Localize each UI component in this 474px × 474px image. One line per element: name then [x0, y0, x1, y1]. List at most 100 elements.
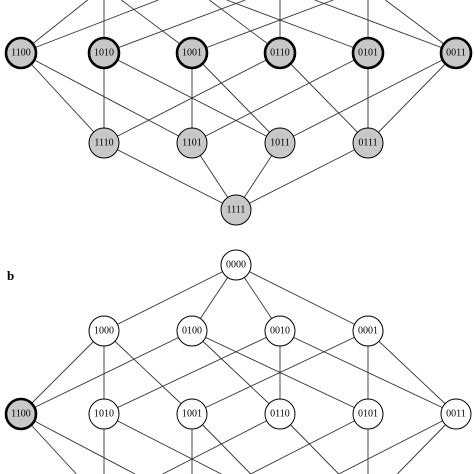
node-0111: 0111 [352, 127, 384, 159]
edge-0100-0110 [191, 330, 281, 415]
panel-a-diagram: 1001 1010 1011 1100 1101 1110 1111 0110 0101 0011… [4, 0, 473, 226]
node-label: 0100 [182, 326, 202, 337]
node-circle [175, 36, 209, 70]
node-0110: 0110 [263, 36, 297, 70]
panel-a-edges [20, 0, 457, 211]
node-1010: 1010 [87, 36, 121, 70]
node-circle [88, 398, 120, 430]
node-circle [176, 315, 208, 347]
node-circle [439, 36, 473, 70]
panel-b-diagram: 1000 1001 1010 1100 0000 0100 0010 0001 0110 0101… [4, 249, 472, 474]
edge-1000-1100 [20, 330, 105, 415]
node-1101: 1101 [176, 127, 208, 159]
node-label: 1100 [11, 48, 31, 59]
panel-b-nodes: 1000 1001 1010 1100 0000 0100 0010 0001 0110 0101… [4, 249, 472, 431]
node-0000: 0000 [220, 249, 252, 281]
panel-a-nodes: 1001 1010 1011 1100 1101 1110 1111 0110 0101 0011… [4, 36, 473, 226]
stub-1010-0010 [103, 0, 246, 54]
node-1100: 1100 [4, 397, 38, 431]
node-0101: 0101 [352, 398, 384, 430]
edge-0110-1110 [103, 52, 281, 144]
stub-0101-0100 [226, 0, 369, 54]
edge-0010-1010 [103, 330, 281, 415]
stub-0011-0010 [314, 0, 457, 54]
node-label: 1001 [182, 48, 202, 59]
node-label: 0110 [270, 48, 290, 59]
node-label: 0111 [358, 138, 377, 149]
node-0010: 0010 [264, 315, 296, 347]
node-circle [264, 398, 296, 430]
node-label: 1000 [94, 326, 114, 337]
node-label: 0011 [446, 409, 466, 420]
node-label: 0101 [358, 48, 378, 59]
node-label: 1110 [94, 138, 113, 149]
edge-1110-1111 [103, 142, 237, 211]
edge-0011-1011 [279, 52, 457, 144]
stub-1100-0100 [20, 0, 159, 54]
node-1011: 1011 [264, 127, 296, 159]
node-circle [352, 127, 384, 159]
node-label: 1100 [11, 409, 31, 420]
stub-1010-1011 [103, 413, 222, 474]
stub-1001-0001 [191, 0, 334, 54]
edge-0110-0111 [279, 52, 369, 144]
node-0110: 0110 [264, 398, 296, 430]
edge-0000-0001 [235, 264, 369, 332]
stub-0011-1011 [338, 413, 457, 474]
panel-b-edges [20, 264, 457, 474]
node-circle [88, 127, 120, 159]
node-circle [264, 127, 296, 159]
edge-1100-1110 [20, 52, 105, 144]
node-1000: 1000 [88, 315, 120, 347]
edge-1100-1101 [20, 52, 193, 144]
node-circle [352, 398, 384, 430]
node-label: 0010 [270, 326, 290, 337]
node-circle [351, 36, 385, 70]
node-0101: 0101 [351, 36, 385, 70]
node-1010: 1010 [88, 398, 120, 430]
node-label: 1010 [94, 409, 114, 420]
node-label: 1011 [270, 138, 290, 149]
edge-0101-1101 [191, 52, 369, 144]
stub-0110-1110 [162, 413, 281, 474]
node-circle [4, 36, 38, 70]
node-label: 0110 [270, 409, 290, 420]
node-label: 1101 [182, 138, 202, 149]
node-0001: 0001 [352, 315, 384, 347]
edge-0100-1100 [20, 330, 193, 415]
node-circle [88, 315, 120, 347]
node-label: 0011 [446, 48, 466, 59]
node-0011: 0011 [439, 36, 473, 70]
panel-b-label: b [7, 268, 14, 283]
node-circle [264, 315, 296, 347]
node-0100: 0100 [176, 315, 208, 347]
node-label: 1001 [182, 409, 202, 420]
node-circle [263, 36, 297, 70]
node-1111: 1111 [220, 194, 252, 226]
stub-0101-1101 [250, 413, 369, 474]
node-circle [440, 398, 472, 430]
edge-1001-1011 [191, 52, 281, 144]
node-label: 1010 [94, 48, 114, 59]
node-circle [220, 194, 252, 226]
node-1110: 1110 [88, 127, 120, 159]
node-circle [352, 315, 384, 347]
node-label: 0000 [226, 260, 246, 271]
node-circle [176, 127, 208, 159]
node-circle [4, 397, 38, 431]
edge-0001-0011 [367, 330, 457, 415]
node-1001: 1001 [175, 36, 209, 70]
edge-0001-1001 [191, 330, 369, 415]
node-circle [87, 36, 121, 70]
edge-0000-1000 [103, 264, 237, 332]
stub-1100-1101 [20, 413, 136, 474]
node-circle [176, 398, 208, 430]
node-label: 0101 [358, 409, 378, 420]
edge-1000-1001 [103, 330, 193, 415]
node-label: 1111 [227, 205, 246, 216]
node-1001: 1001 [176, 398, 208, 430]
node-0011: 0011 [440, 398, 472, 430]
edge-0011-0111 [367, 52, 457, 144]
node-label: 0001 [358, 326, 378, 337]
